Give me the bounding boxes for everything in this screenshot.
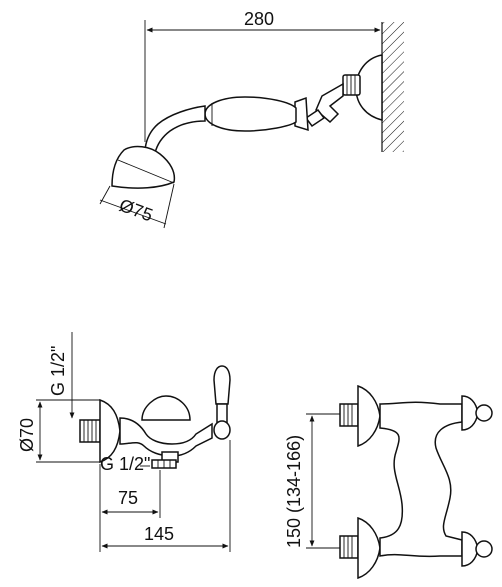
diameter-75-tick-a: [99, 185, 111, 205]
diameter-75-tick-b: [163, 183, 175, 229]
bottom-inlet-thread: [339, 535, 359, 559]
shower-handle: [204, 96, 297, 132]
diameter-75-label: Ø75: [117, 195, 156, 225]
mixer-front-body: [379, 401, 463, 558]
bracket-clip: [304, 108, 326, 128]
bracket-arm: [315, 82, 344, 124]
mixer-dome: [141, 395, 191, 421]
wall-hatch: [382, 22, 404, 152]
spacing-label: 150 (134-166): [284, 435, 304, 548]
thread-bottom-label: G 1/2": [100, 454, 150, 474]
top-inlet-thread: [339, 403, 359, 427]
inlet-thread: [79, 419, 101, 443]
bottom-flange: [357, 516, 381, 580]
mixer-body: [119, 417, 213, 457]
mixer-front-view: 150 (134-166): [284, 384, 493, 580]
body-diameter-label: Ø70: [17, 418, 37, 452]
dimension-280-label: 280: [244, 9, 274, 29]
mixer-side-view: G 1/2" Ø70 G 1/2": [17, 332, 231, 552]
shower-neck: [144, 105, 206, 154]
wall-flange: [99, 398, 121, 464]
bottom-knob: [475, 540, 493, 558]
shower-head-face-edge: [117, 159, 175, 184]
dim-75-label: 75: [118, 488, 138, 508]
top-knob: [475, 404, 493, 422]
thread-top-label: G 1/2": [48, 346, 68, 396]
dim-145-label: 145: [144, 524, 174, 544]
shower-head: [111, 145, 176, 189]
diameter-75-line: [99, 199, 167, 225]
top-flange: [357, 384, 381, 448]
lever-handle: [213, 365, 231, 405]
shower-top-view: 280 Ø75: [99, 9, 404, 229]
handle-collar: [294, 96, 309, 132]
swivel-nut: [342, 74, 361, 96]
lever-base: [213, 420, 231, 440]
